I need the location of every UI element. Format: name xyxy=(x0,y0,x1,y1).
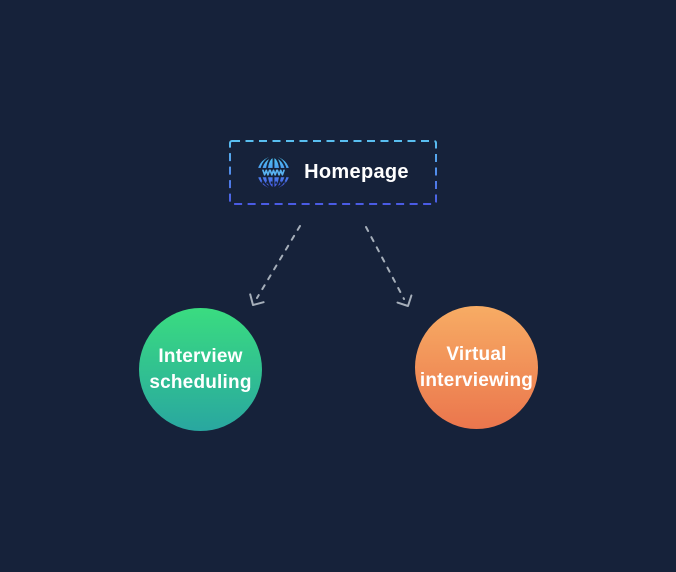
www-globe-icon xyxy=(257,156,291,189)
homepage-label: Homepage xyxy=(304,161,409,183)
homepage-node[interactable]: Homepage xyxy=(229,140,437,205)
arrow-line-to-virtual-interviewing xyxy=(365,226,405,300)
interview-scheduling-label: Interview scheduling xyxy=(149,345,252,393)
arrow-line-to-interview-scheduling xyxy=(256,225,301,299)
arrowhead-to-virtual-interviewing xyxy=(396,294,413,307)
virtual-interviewing-label: Virtual interviewing xyxy=(419,343,534,391)
node-virtual-interviewing[interactable]: Virtual interviewing xyxy=(415,306,538,429)
arrowhead-to-interview-scheduling xyxy=(249,293,265,306)
node-interview-scheduling[interactable]: Interview scheduling xyxy=(139,308,262,431)
